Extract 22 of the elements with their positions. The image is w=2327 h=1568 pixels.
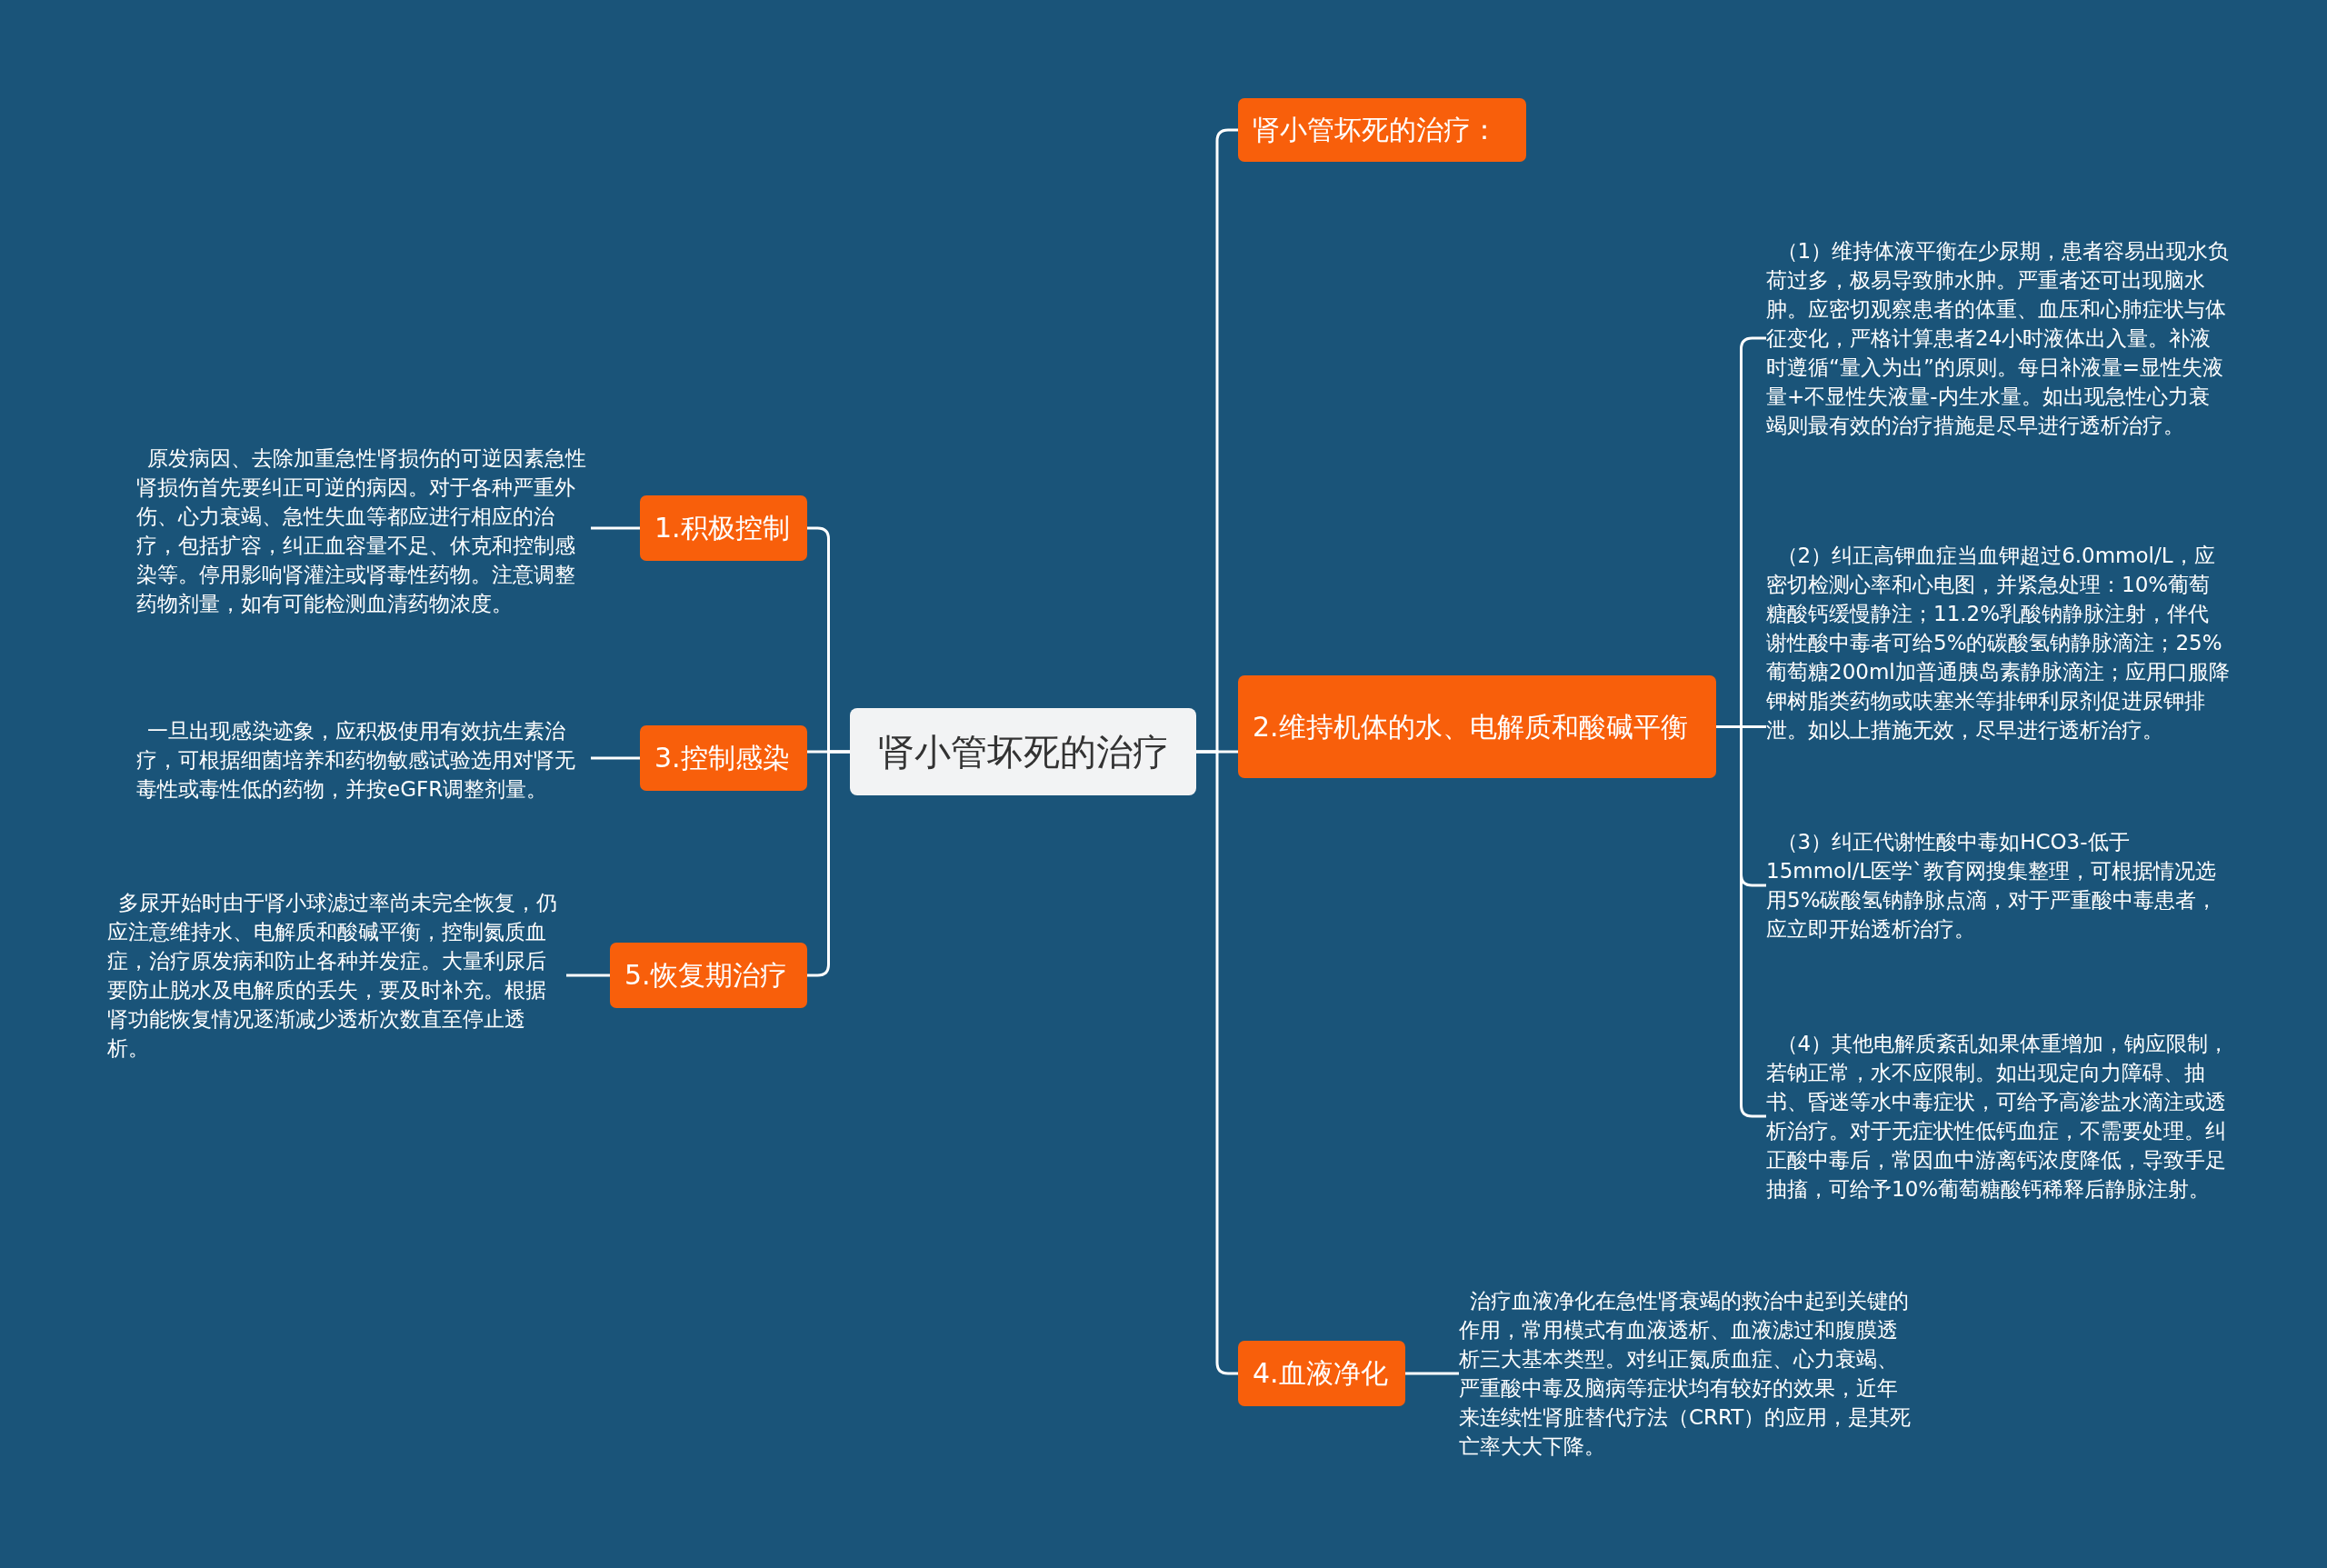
connector-line — [1196, 750, 1238, 1375]
topic-box: 肾小管坏死的治疗： — [1238, 98, 1526, 162]
note-text: （2）纠正高钾血症当血钾超过6.0mmol/L，应密切检测心率和心电图，并紧急处理：10%葡萄糖酸钙缓慢静注；11.2%乳酸钠静脉注射，伴代谢性酸中毒者可给5%的碳酸氢钠静脉滴注；25%葡萄糖200ml加普通胰岛素静脉滴注；应用口服降钾树脂类药物或呋塞米等排钾利尿剂促进尿钾排泄。如以上措施无效，尽早进行透析治疗。 — [1766, 541, 2230, 744]
connector-line — [1405, 1372, 1459, 1375]
topic-box: 3.控制感染 — [640, 725, 807, 791]
connector-line — [807, 750, 850, 977]
note-text: 原发病因、去除加重急性肾损伤的可逆因素急性肾损伤首先要纠正可逆的病因。对于各种严重外伤、心力衰竭、急性失血等都应进行相应的治疗，包括扩容，纠正血容量不足、休克和控制感染等。停用影响肾灌注或肾毒性药物。注意调整药物剂量，如有可能检测血清药物浓度。 — [136, 444, 591, 618]
topic-box: 5.恢复期治疗 — [610, 943, 807, 1008]
central-topic-box: 肾小管坏死的治疗 — [850, 708, 1196, 795]
topic-box: 4.血液净化 — [1238, 1341, 1405, 1406]
note-text: 多尿开始时由于肾小球滤过率尚未完全恢复，仍应注意维持水、电解质和酸碱平衡，控制氮质血症，治疗原发病和防止各种并发症。大量利尿后要防止脱水及电解质的丢失，要及时补充。根据肾功能恢复情况逐渐减少透析次数直至停止透析。 — [107, 888, 566, 1063]
note-text: （1）维持体液平衡在少尿期，患者容易出现水负荷过多，极易导致肺水肿。严重者还可出现脑水肿。应密切观察患者的体重、血压和心肺症状与体征变化，严格计算患者24小时液体出入量。补液时遵循“量入为出”的原则。每日补液量=显性失液量+不显性失液量-内生水量。如出现急性心力衰竭则最有效的治疗措施是尽早进行透析治疗。 — [1766, 236, 2230, 440]
connector-line — [566, 974, 610, 977]
connector-line — [591, 526, 640, 530]
topic-box: 2.维持机体的水、电解质和酸碱平衡 — [1238, 675, 1716, 778]
connector-line — [591, 756, 640, 760]
note-text: 一旦出现感染迹象，应积极使用有效抗生素治疗，可根据细菌培养和药物敏感试验选用对肾无毒性或毒性低的药物，并按eGFR调整剂量。 — [136, 716, 591, 804]
note-text: （4）其他电解质紊乱如果体重增加，钠应限制，若钠正常，水不应限制。如出现定向力障碍、抽书、昏迷等水中毒症状，可给予高渗盐水滴注或透析治疗。对于无症状性低钙血症，不需要处理。纠正酸中毒后，常因血中游离钙浓度降低，导致手足抽搐，可给予10%葡萄糖酸钙稀释后静脉注射。 — [1766, 1029, 2230, 1203]
topic-box: 1.积极控制 — [640, 495, 807, 561]
note-text: （3）纠正代谢性酸中毒如HCO3-低于15mmol/L医学`教育网搜集整理，可根据情况选用5%碳酸氢钠静脉点滴，对于严重酸中毒患者，应立即开始透析治疗。 — [1766, 827, 2230, 944]
note-text: 治疗血液净化在急性肾衰竭的救治中起到关键的作用，常用模式有血液透析、血液滤过和腹膜透析三大基本类型。对纠正氮质血症、心力衰竭、严重酸中毒及脑病等症状均有较好的效果，近年来连续性肾脏替代疗法（CRRT）的应用，是其死亡率大大下降。 — [1459, 1286, 1918, 1461]
connector-line — [1716, 725, 1766, 1118]
